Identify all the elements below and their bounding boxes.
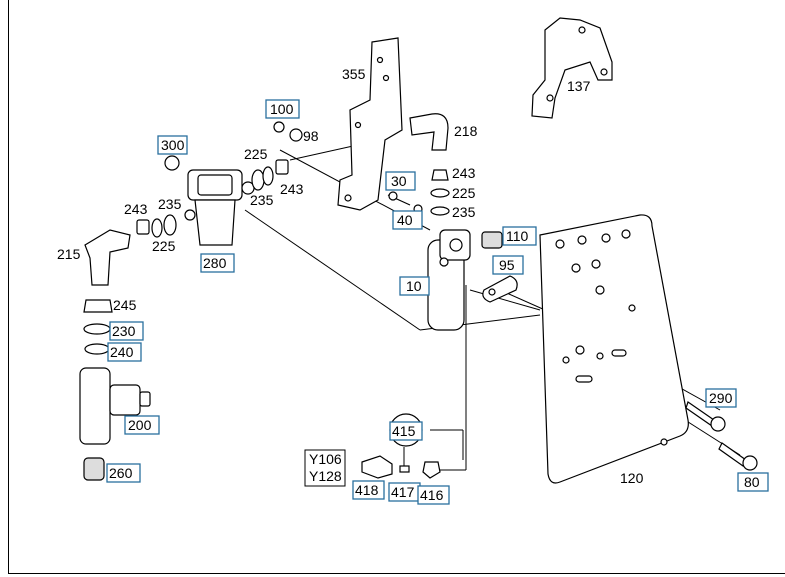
elbow-fitting-218[interactable]	[409, 113, 449, 151]
callout-415[interactable]: 415	[392, 423, 416, 439]
callout-290[interactable]: 290	[709, 390, 733, 406]
callout-417[interactable]: 417	[391, 484, 415, 500]
callout-box-10	[399, 276, 430, 296]
callout-box-416	[417, 485, 450, 505]
diagram-frame	[8, 0, 785, 574]
callout-box-30	[385, 171, 416, 191]
callout-110[interactable]: 110	[506, 228, 529, 244]
plate-95[interactable]	[482, 275, 518, 303]
bolt-30-40	[387, 169, 450, 216]
callout-box-200	[124, 415, 160, 435]
elbow-fitting-215[interactable]	[84, 229, 131, 286]
callout-box-260	[106, 463, 141, 483]
valve-10[interactable]	[427, 229, 471, 331]
bracket-355[interactable]	[337, 37, 403, 211]
callout-box-240	[107, 342, 142, 362]
callout-218[interactable]: 218	[454, 123, 478, 139]
bracket-137[interactable]	[531, 17, 613, 119]
callout-30[interactable]: 30	[391, 173, 407, 189]
callout-240[interactable]: 240	[110, 344, 134, 360]
callout-280[interactable]: 280	[203, 255, 227, 271]
callout-260[interactable]: 260	[109, 465, 133, 481]
callouts: 100 300 280 230 240 200 260 30 40 110 95…	[57, 66, 769, 505]
callout-80[interactable]: 80	[744, 474, 760, 490]
bolt-80[interactable]	[718, 442, 758, 471]
callout-355[interactable]: 355	[342, 66, 366, 82]
callout-235c[interactable]: 235	[452, 204, 476, 220]
callout-box-80	[737, 472, 769, 492]
callout-box-280	[200, 253, 235, 273]
note-box	[304, 449, 346, 487]
callout-243b[interactable]: 243	[124, 201, 148, 217]
callout-137[interactable]: 137	[567, 78, 591, 94]
callout-box-300	[157, 135, 188, 155]
callout-300[interactable]: 300	[161, 137, 185, 153]
callout-box-415	[389, 421, 423, 441]
component-note: Y106 Y128	[304, 449, 346, 487]
callout-230[interactable]: 230	[112, 323, 136, 339]
callout-box-95	[492, 255, 524, 275]
valve-200[interactable]	[79, 367, 151, 445]
callout-235b[interactable]: 235	[158, 196, 182, 212]
pin-417	[399, 447, 410, 473]
callout-box-290	[705, 388, 737, 408]
callout-200[interactable]: 200	[128, 417, 152, 433]
callout-box-100	[265, 99, 300, 119]
seals-stack-245-230-240	[83, 299, 113, 355]
callout-120[interactable]: 120	[620, 470, 644, 486]
seals-left-assembly	[136, 121, 303, 238]
fitting-260[interactable]	[83, 457, 105, 481]
bolt-290[interactable]	[685, 401, 726, 432]
valve-280[interactable]	[184, 169, 255, 246]
callout-225c[interactable]: 225	[452, 185, 476, 201]
callout-235a[interactable]: 235	[250, 192, 274, 208]
callout-225b[interactable]: 225	[152, 238, 176, 254]
callout-243c[interactable]: 243	[452, 165, 476, 181]
callout-98[interactable]: 98	[303, 128, 319, 144]
fitting-418[interactable]	[361, 455, 393, 479]
callout-10[interactable]: 10	[406, 278, 422, 294]
callout-215[interactable]: 215	[57, 246, 81, 262]
callout-100[interactable]: 100	[270, 101, 294, 117]
callout-418[interactable]: 418	[355, 482, 379, 498]
fitting-416[interactable]	[422, 461, 441, 479]
callout-95[interactable]: 95	[499, 257, 515, 273]
callout-box-418	[352, 480, 385, 500]
callout-box-40	[392, 210, 423, 230]
callout-box-230	[109, 321, 144, 341]
callout-243a[interactable]: 243	[280, 181, 304, 197]
callout-245[interactable]: 245	[113, 297, 137, 313]
callout-box-110	[502, 226, 537, 246]
note-line-2: Y128	[309, 468, 342, 484]
callout-225a[interactable]: 225	[244, 146, 268, 162]
callout-416[interactable]: 416	[420, 487, 444, 503]
plate-120[interactable]	[539, 214, 689, 484]
fitting-110[interactable]	[481, 231, 503, 249]
note-line-1: Y106	[309, 451, 342, 467]
callout-40[interactable]: 40	[397, 212, 413, 228]
